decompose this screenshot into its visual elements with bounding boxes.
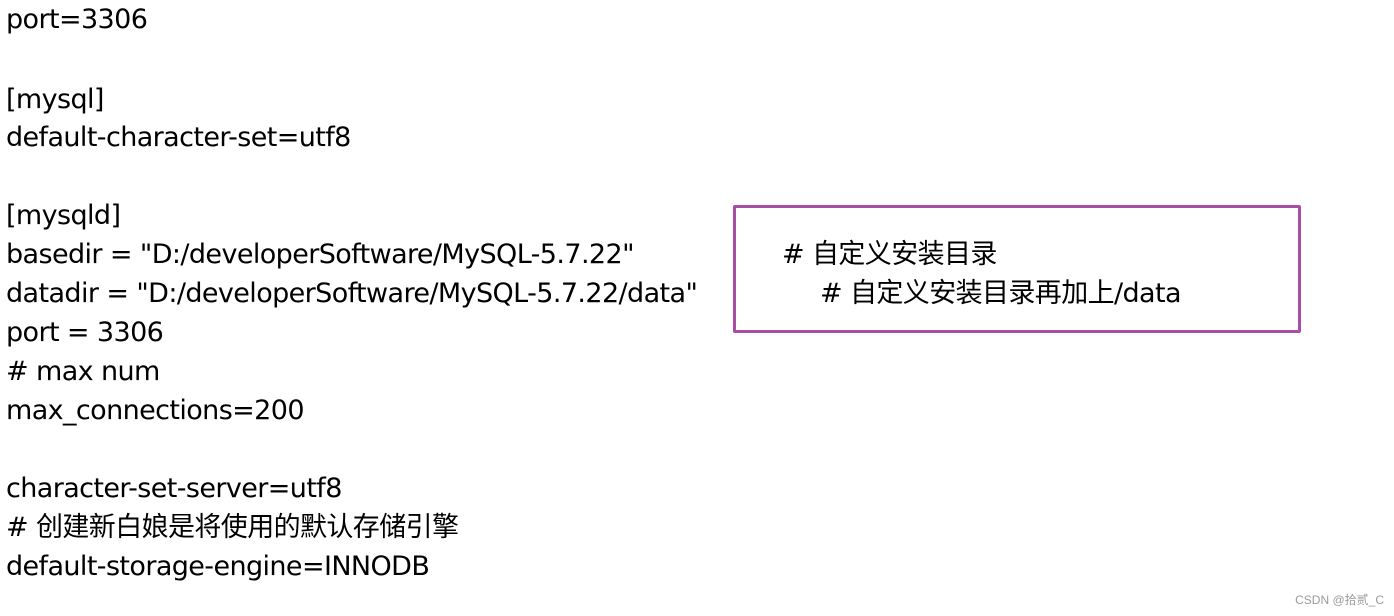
line-section-mysqld: [mysqld]	[6, 200, 121, 231]
line-basedir: basedir = "D:/developerSoftware/MySQL-5.…	[6, 239, 635, 270]
line-comment-max-num: # max num	[6, 356, 160, 387]
datadir-comment: # 自定义安装目录再加上/data	[820, 278, 1182, 309]
watermark: CSDN @拾贰_C	[1295, 593, 1384, 607]
line-max-connections: max_connections=200	[6, 395, 305, 426]
line-default-charset: default-character-set=utf8	[6, 122, 351, 153]
line-port-mysqld: port = 3306	[6, 317, 164, 348]
highlight-rectangle	[733, 205, 1301, 333]
line-charset-server: character-set-server=utf8	[6, 473, 342, 504]
line-comment-storage-engine: # 创建新白娘是将使用的默认存储引擎	[6, 512, 459, 543]
line-section-mysql: [mysql]	[6, 84, 104, 115]
line-datadir: datadir = "D:/developerSoftware/MySQL-5.…	[6, 278, 698, 309]
line-default-storage-engine: default-storage-engine=INNODB	[6, 551, 430, 582]
basedir-comment: # 自定义安装目录	[782, 239, 997, 270]
line-port: port=3306	[6, 4, 148, 35]
